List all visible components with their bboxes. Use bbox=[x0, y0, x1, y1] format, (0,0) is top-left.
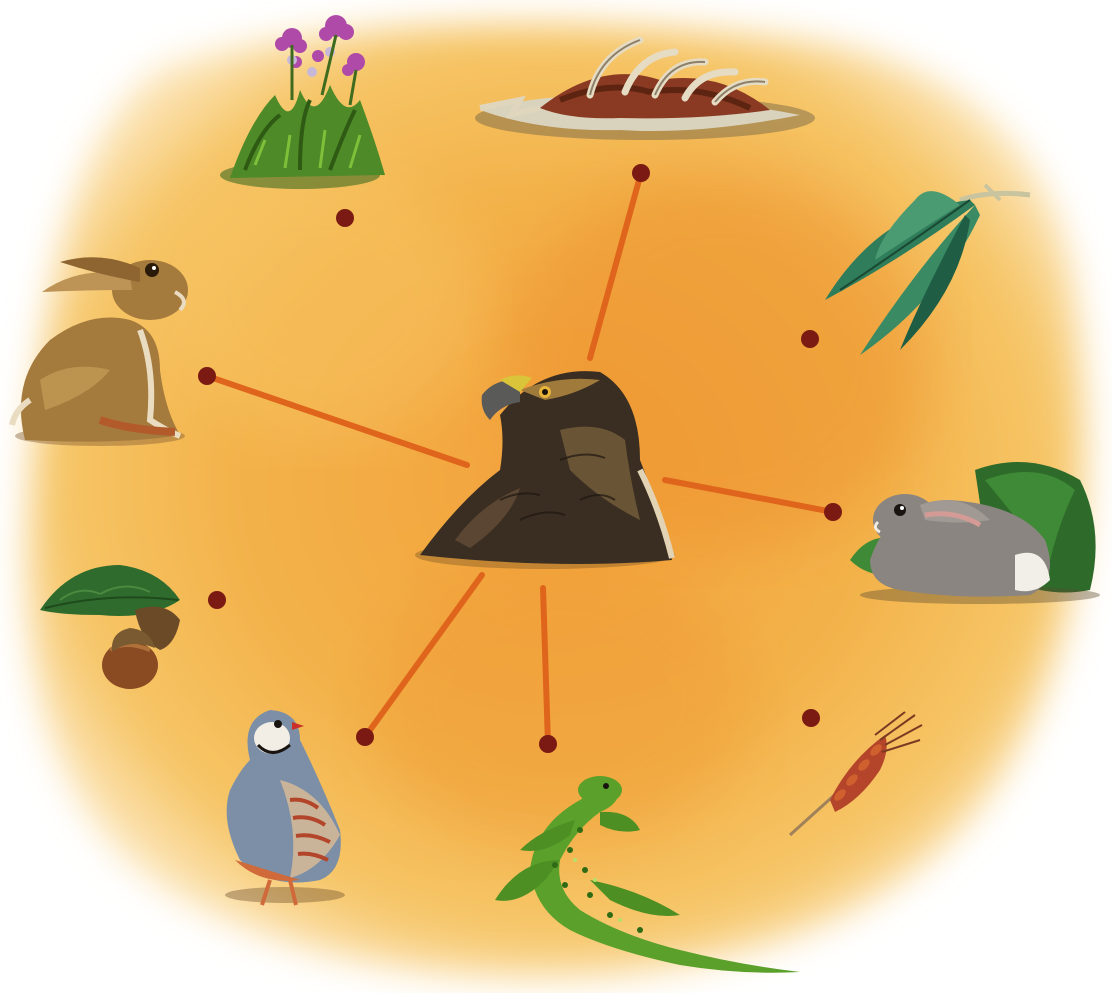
node-dot-carcass[interactable] bbox=[632, 164, 650, 182]
node-dot-wheat[interactable] bbox=[802, 709, 820, 727]
node-dot-eucalyptus[interactable] bbox=[801, 330, 819, 348]
node-dot-rabbit[interactable] bbox=[824, 503, 842, 521]
node-dot-hare[interactable] bbox=[198, 367, 216, 385]
node-dot-heather[interactable] bbox=[336, 209, 354, 227]
node-dot-acorn[interactable] bbox=[208, 591, 226, 609]
node-dot-partridge[interactable] bbox=[356, 728, 374, 746]
node-dot-lizard[interactable] bbox=[539, 735, 557, 753]
